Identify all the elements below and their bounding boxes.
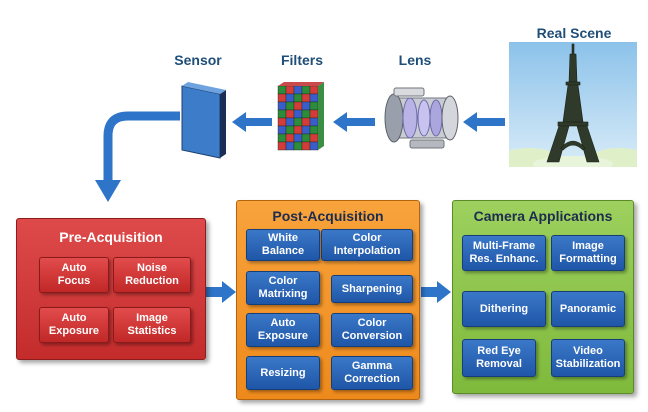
arrow-pre-to-post <box>206 281 236 303</box>
multi-frame-res-enhanc-box: Multi-Frame Res. Enhanc. <box>462 235 546 271</box>
red-eye-removal-box: Red Eye Removal <box>462 339 536 377</box>
camera-applications-panel: Camera Applications Multi-Frame Res. Enh… <box>452 200 634 394</box>
auto-exposure-box: Auto Exposure <box>39 307 109 343</box>
gamma-correction-box: Gamma Correction <box>331 356 413 390</box>
white-balance-box: White Balance <box>246 229 320 261</box>
image-statistics-box: Image Statistics <box>113 307 191 343</box>
sensor-icon <box>181 82 226 159</box>
image-formatting-box: Image Formatting <box>551 235 625 271</box>
auto-exposure-post-box: Auto Exposure <box>246 313 320 347</box>
eiffel-tower-image <box>509 42 637 167</box>
post-acquisition-panel: Post-Acquisition White Balance Color Int… <box>236 200 420 400</box>
lens-icon <box>384 87 459 149</box>
filters-icon <box>277 82 324 151</box>
arrow-scene-to-lens <box>463 112 505 132</box>
sensor-label: Sensor <box>174 52 222 68</box>
auto-focus-box: Auto Focus <box>39 257 109 293</box>
camera-applications-title: Camera Applications <box>473 208 613 224</box>
resizing-box: Resizing <box>246 356 320 390</box>
pre-acquisition-panel: Pre-Acquisition Auto Focus Noise Reducti… <box>16 218 206 360</box>
arrow-post-to-apps <box>421 281 451 303</box>
pre-acquisition-title: Pre-Acquisition <box>59 229 163 245</box>
filters-label: Filters <box>280 52 323 68</box>
sharpening-box: Sharpening <box>331 275 413 303</box>
color-interpolation-box: Color Interpolation <box>321 229 413 261</box>
arrow-filters-to-sensor <box>232 112 272 132</box>
dithering-box: Dithering <box>462 291 546 327</box>
video-stabilization-box: Video Stabilization <box>551 339 625 377</box>
noise-reduction-box: Noise Reduction <box>113 257 191 293</box>
panoramic-box: Panoramic <box>551 291 625 327</box>
real-scene-label: Real Scene <box>536 25 612 41</box>
color-matrixing-box: Color Matrixing <box>246 271 320 305</box>
arrow-sensor-to-pre-acquisition <box>95 111 180 202</box>
lens-label: Lens <box>398 52 432 68</box>
color-conversion-box: Color Conversion <box>331 313 413 347</box>
post-acquisition-title: Post-Acquisition <box>272 208 384 224</box>
arrow-lens-to-filters <box>333 112 375 132</box>
